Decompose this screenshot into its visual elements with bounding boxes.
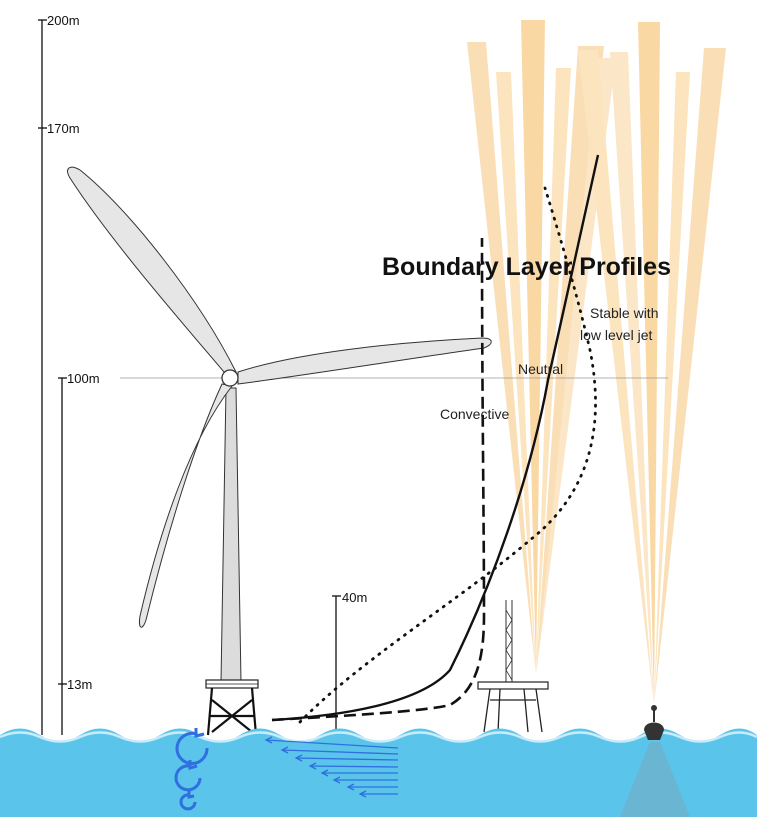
turbine-jacket — [206, 687, 258, 736]
stable-profile-line — [298, 186, 597, 724]
turbine-blade-lower — [139, 383, 233, 628]
turbine-hub — [221, 369, 239, 387]
ocean-current-arrows — [264, 736, 399, 798]
lidar-buoy — [620, 705, 690, 817]
convective-label: Convective — [440, 406, 509, 422]
tick-label-100m: 100m — [67, 371, 100, 386]
tick-label-200m: 200m — [47, 13, 80, 28]
neutral-label: Neutral — [518, 361, 563, 377]
height-axis: 200m 170m 100m 13m — [38, 13, 100, 735]
turbine-blade-right — [237, 337, 492, 385]
neutral-profile-line — [271, 154, 600, 722]
wind-turbine — [67, 166, 492, 736]
turbine-blade-upper — [67, 166, 237, 373]
convective-profile-line — [271, 237, 486, 722]
stable-label-line2: low level jet — [580, 327, 652, 343]
tick-label-170m: 170m — [47, 121, 80, 136]
tick-label-13m: 13m — [67, 677, 92, 692]
turbulent-eddies — [174, 728, 209, 811]
diagram-title: Boundary Layer Profiles — [382, 253, 671, 281]
stable-label-line1: Stable with — [590, 305, 658, 321]
met-mast — [477, 600, 549, 733]
mast-40m-label: 40m — [342, 590, 367, 605]
